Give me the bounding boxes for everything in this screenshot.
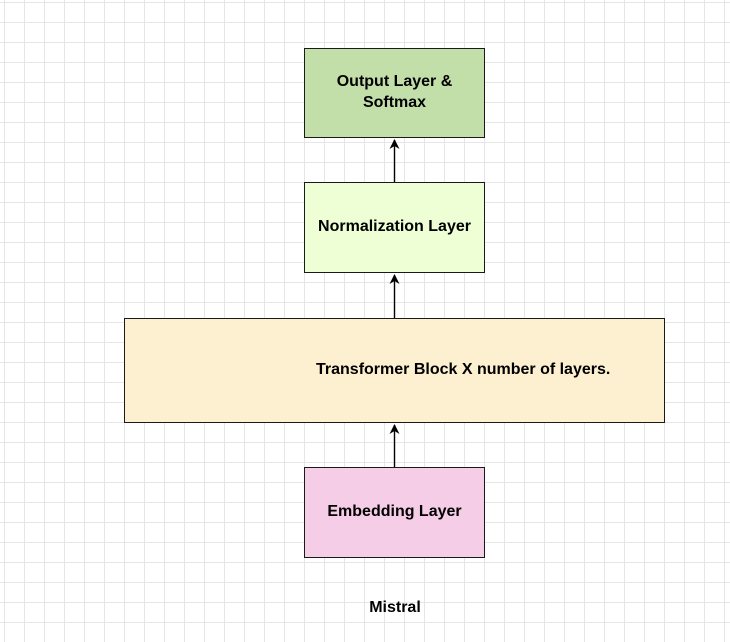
diagram-title: Mistral	[369, 599, 421, 616]
normalization-layer-label: Normalization Layer	[318, 218, 471, 236]
embedding-layer-box: Embedding Layer	[304, 467, 485, 558]
output-layer-box: Output Layer & Softmax	[304, 48, 485, 138]
output-layer-label: Output Layer & Softmax	[336, 73, 453, 111]
transformer-block-label: Transformer Block X number of layers.	[316, 361, 611, 378]
transformer-block-box: Transformer Block X number of layers.	[124, 318, 665, 423]
normalization-layer-box: Normalization Layer	[304, 182, 485, 273]
embedding-layer-label: Embedding Layer	[327, 503, 462, 521]
